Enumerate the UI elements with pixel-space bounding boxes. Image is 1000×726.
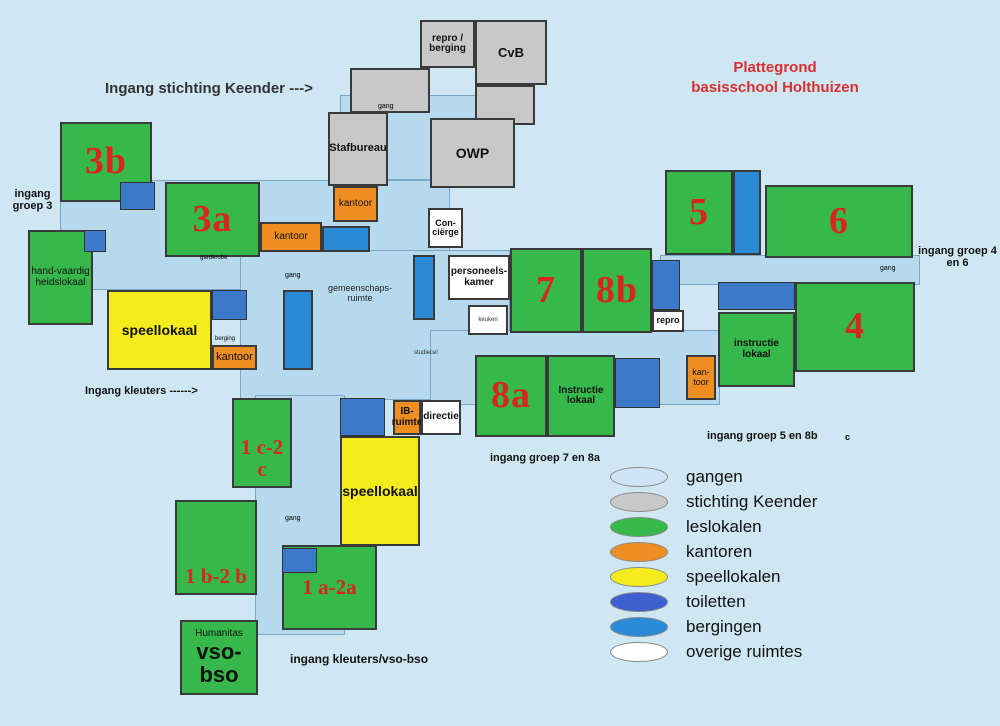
map-title-line1: Plattegrond xyxy=(733,59,817,76)
room-reproberging: repro / berging xyxy=(420,20,475,68)
room-concierge: Con-ciërge xyxy=(428,208,463,248)
room-speellokaal-1: speellokaal xyxy=(107,290,212,370)
legend-swatch xyxy=(610,542,668,562)
legend-item: leslokalen xyxy=(610,517,762,537)
legend-item: kantoren xyxy=(610,542,752,562)
room-instructie-1: instructie lokaal xyxy=(718,312,795,387)
legend-item: overige ruimtes xyxy=(610,642,802,662)
room-stafbureau: Stafbureau xyxy=(328,112,388,186)
room-keender-1 xyxy=(350,68,430,113)
label-gang-4: gang xyxy=(880,265,896,272)
legend-swatch xyxy=(610,517,668,537)
label-studiecel: studiecel xyxy=(414,350,438,356)
entrance-groep3: ingang groep 3 xyxy=(12,188,53,212)
legend-item: stichting Keender xyxy=(610,492,817,512)
entrance-groep4en6: ingang groep 4 en 6 xyxy=(918,245,997,269)
room-repro: repro xyxy=(652,310,684,332)
room-directie: directie xyxy=(421,400,461,435)
room-8b: 8b xyxy=(582,248,652,333)
label-gang-1: gang xyxy=(378,103,394,110)
room-3a: 3a xyxy=(165,182,260,257)
toilets-ib xyxy=(340,398,385,436)
room-kantoor-2: kantoor xyxy=(333,186,378,222)
toilets-8b xyxy=(652,260,680,310)
room-kantoor-1: kantoor xyxy=(260,222,322,252)
room-personeelskamer: personeels-kamer xyxy=(448,255,510,300)
room-vsobso: Humanitas vso-bso xyxy=(180,620,258,695)
room-ibruimte: IB-ruimte xyxy=(392,400,422,435)
room-owp: OWP xyxy=(430,118,515,188)
room-kantoor-3: kantoor xyxy=(212,345,257,370)
room-handvaardigheid: hand-vaardig heidslokaal xyxy=(28,230,93,325)
room-keuken: keuken xyxy=(468,305,508,335)
label-gang-2: gang xyxy=(285,272,301,279)
toilets-8a xyxy=(615,358,660,408)
label-gang-3: gang xyxy=(285,515,301,522)
legend-item: toiletten xyxy=(610,592,746,612)
legend-swatch xyxy=(610,642,668,662)
room-6: 6 xyxy=(765,185,913,258)
legend-swatch xyxy=(610,467,668,487)
label-gemeenschapsruimte: gemeenschaps-ruimte xyxy=(327,283,393,303)
room-berging-5 xyxy=(733,170,761,255)
entrance-keender: Ingang stichting Keender ---> xyxy=(105,80,313,97)
map-title-line2: basisschool Holthuizen xyxy=(691,79,859,97)
room-berging-central xyxy=(283,290,313,370)
room-4: 4 xyxy=(795,282,915,372)
entrance-groep7en8a: ingang groep 7 en 8a xyxy=(490,452,601,464)
legend: gangen stichting Keender leslokalen kant… xyxy=(610,462,870,672)
entrance-groep5en8b: ingang groep 5 en 8b xyxy=(707,430,818,442)
stray-label-c: c xyxy=(845,432,851,442)
room-berging-1 xyxy=(322,226,370,252)
toilets-speellokaal xyxy=(212,290,247,320)
toilets-kleuters xyxy=(282,548,317,573)
room-cvb: CvB xyxy=(475,20,547,85)
toilets-handvaardig xyxy=(84,230,106,252)
entrance-kleutersvso: ingang kleuters/vso-bso xyxy=(290,652,429,666)
legend-swatch xyxy=(610,592,668,612)
label-garderobe: garderobe xyxy=(200,255,228,261)
toilets-3b xyxy=(120,182,155,210)
legend-swatch xyxy=(610,492,668,512)
room-instructie-2: Instructie lokaal xyxy=(547,355,615,437)
room-1c2c: 1 c-2 c xyxy=(232,398,292,488)
toilets-4 xyxy=(718,282,795,310)
label-berging: berging xyxy=(215,336,236,342)
legend-swatch xyxy=(610,567,668,587)
room-5: 5 xyxy=(665,170,733,255)
legend-item: speellokalen xyxy=(610,567,781,587)
legend-item: bergingen xyxy=(610,617,762,637)
entrance-kleuters: Ingang kleuters ------> xyxy=(85,385,198,397)
room-8a: 8a xyxy=(475,355,547,437)
legend-item: gangen xyxy=(610,467,743,487)
room-1b2b: 1 b-2 b xyxy=(175,500,257,595)
room-7: 7 xyxy=(510,248,582,333)
legend-swatch xyxy=(610,617,668,637)
room-berging-trap xyxy=(413,255,435,320)
map-title: Plattegrond basisschool Holthuizen xyxy=(670,58,880,99)
room-kantoor-4: kan-toor xyxy=(686,355,716,400)
room-speellokaal-2: speellokaal xyxy=(340,436,420,546)
